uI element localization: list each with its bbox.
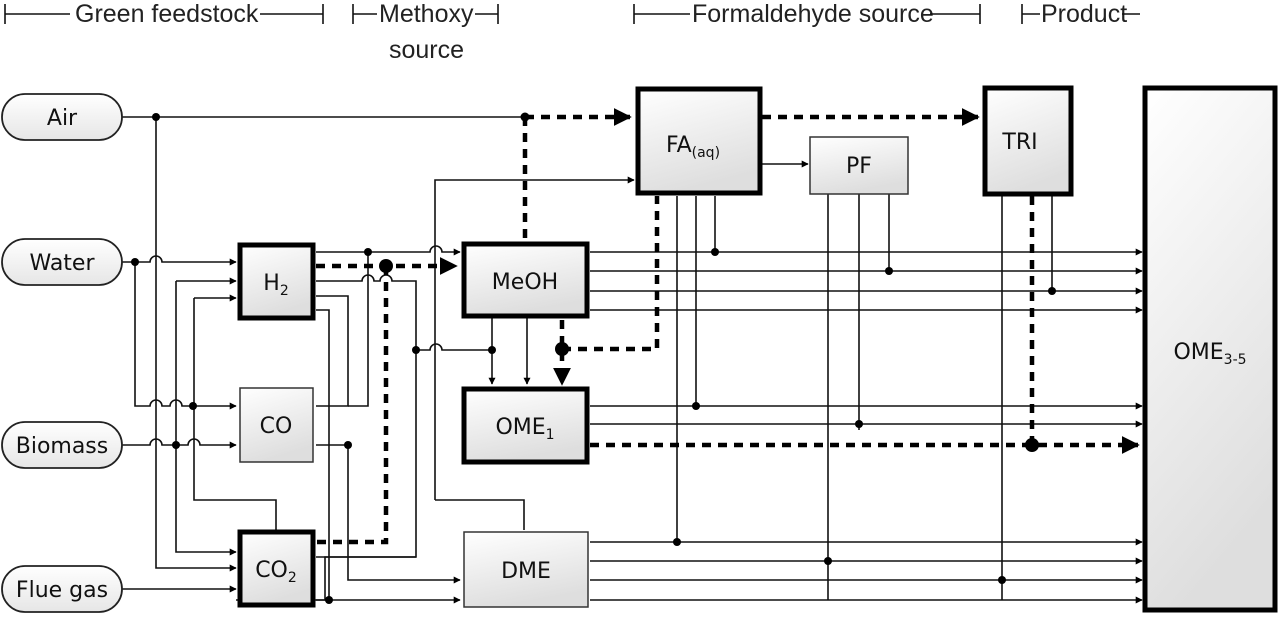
unit-co: CO [239, 387, 314, 463]
unit-dme-label: DME [501, 559, 551, 584]
unit-h2: H2 [237, 242, 316, 321]
unit-fa-aq: FA(aq) [635, 86, 763, 196]
header-methoxy-label-2: source [389, 36, 464, 64]
header-methoxy-source: Methoxy source [352, 0, 499, 64]
svg-text:H2: H2 [263, 271, 288, 299]
unit-ome3-5-product: OME3-5 [1142, 85, 1278, 613]
unit-dme: DME [463, 531, 589, 608]
header-product: Product [1021, 0, 1140, 28]
svg-text:OME3-5: OME3-5 [1173, 340, 1246, 368]
unit-pf-label: PF [846, 154, 872, 179]
header-formaldehyde-source: Formaldehyde source [633, 0, 981, 28]
unit-ome1: OME1 [461, 386, 590, 465]
header-product-label: Product [1041, 0, 1127, 28]
unit-ome35-subscript: 3-5 [1224, 352, 1247, 368]
svg-text:CO2: CO2 [255, 558, 297, 586]
unit-h2-label: H [263, 271, 280, 296]
junction-dots [131, 112, 1056, 604]
svg-text:FA(aq): FA(aq) [666, 133, 720, 161]
unit-co2-subscript: 2 [288, 570, 297, 586]
unit-co2: CO2 [237, 529, 316, 608]
unit-ome1-subscript: 1 [546, 427, 555, 443]
feedstock-flue-gas: Flue gas [1, 565, 123, 613]
unit-ome1-label: OME [495, 415, 545, 440]
feedstock-air: Air [1, 93, 123, 141]
header-methoxy-label-1: Methoxy [379, 0, 474, 28]
unit-ome35-label: OME [1173, 340, 1223, 365]
unit-tri-label: TRI [1001, 130, 1037, 155]
unit-fa-label: FA [666, 133, 692, 158]
unit-co2-label: CO [255, 558, 288, 583]
unit-h2-subscript: 2 [280, 283, 289, 299]
header-green-feedstock-label: Green feedstock [75, 0, 259, 28]
feedstock-air-label: Air [47, 106, 78, 131]
unit-fa-subscript: (aq) [692, 145, 720, 161]
feedstock-biomass: Biomass [1, 421, 123, 469]
svg-text:OME1: OME1 [495, 415, 554, 443]
feedstock-biomass-label: Biomass [16, 434, 109, 459]
unit-co-label: CO [260, 414, 293, 439]
dashed-main-route [316, 108, 1140, 545]
unit-pf: PF [809, 136, 909, 195]
solid-flow-lines [122, 116, 1143, 604]
unit-meoh: MeOH [461, 241, 590, 319]
unit-meoh-label: MeOH [492, 270, 558, 295]
feedstock-water-label: Water [29, 251, 95, 276]
feedstock-flue-gas-label: Flue gas [16, 578, 108, 603]
header-green-feedstock: Green feedstock [4, 0, 324, 28]
header-formaldehyde-label: Formaldehyde source [692, 0, 934, 28]
feedstock-water: Water [1, 238, 123, 286]
unit-tri: TRI [982, 85, 1074, 197]
